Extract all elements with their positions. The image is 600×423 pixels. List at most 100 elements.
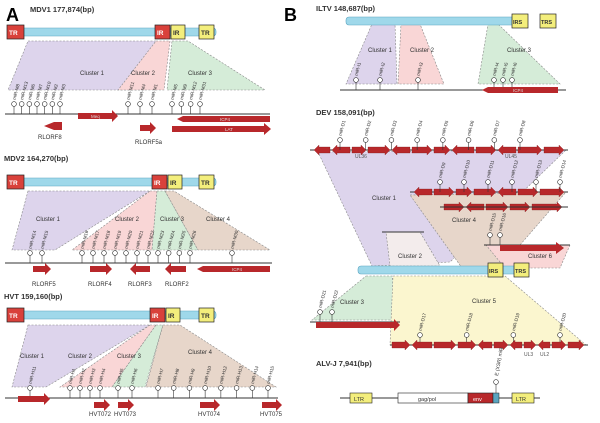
- hvt-lat-arrow: [18, 393, 50, 405]
- mirna-hairpin-icon: [437, 179, 443, 185]
- mdv1-genome-bar: [13, 27, 217, 37]
- dev-cluster1-label: Cluster 1: [372, 196, 397, 202]
- mirna-label: miR-H9: [187, 367, 196, 384]
- mdv2-trs-label: TR: [201, 180, 210, 187]
- mirna-hairpin-icon: [176, 250, 183, 256]
- hvt-cluster1-fan: [11, 324, 152, 388]
- alvj-ltr-right-box: [511, 392, 535, 404]
- mirna-hairpin-icon: [77, 385, 83, 391]
- mirna-label: miR-H5: [116, 367, 125, 384]
- hvt-trs-box: [198, 307, 215, 323]
- mirna-label: miR-M12: [188, 81, 198, 101]
- mdv2-rlorf4-arrow: [90, 263, 112, 275]
- mirna-hairpin-icon: [353, 77, 359, 83]
- mirna-hairpin-icon: [27, 385, 33, 391]
- mirna-hairpin-icon: [87, 385, 93, 391]
- mdv2-rlorf5-arrow: [33, 263, 51, 275]
- dev-cluster5-gene-arrows: [391, 339, 585, 351]
- mirna-label: miR-I6: [510, 61, 518, 76]
- mirna-label: miR-M21: [135, 230, 145, 250]
- mirna-hairpin-icon: [440, 137, 446, 143]
- mirna-hairpin-icon: [97, 385, 103, 391]
- mdv2-cluster4-mirnas: miR-M30: [229, 230, 239, 263]
- alvj-ltr-left-box: [349, 392, 373, 404]
- mirna-hairpin-icon: [557, 179, 563, 185]
- hvt073-label: HVT073: [114, 412, 137, 418]
- mirna-hairpin-icon: [491, 77, 497, 83]
- mirna-hairpin-icon: [249, 385, 255, 391]
- iltv-cluster2-label: Cluster 2: [410, 48, 435, 54]
- hvt-tr-label: TR: [9, 313, 18, 320]
- mirna-label: miR-D22: [330, 289, 340, 308]
- iltv-trs-box: [539, 13, 557, 29]
- hvt-section: HVT 159,160(bp) TR IR IR TR Cluster 1 Cl…: [4, 292, 283, 418]
- mirna-label: miR-H8: [171, 367, 180, 384]
- mirna-label: miR-D5: [440, 119, 449, 136]
- mdv2-trs-box: [198, 174, 215, 190]
- iltv-cluster2-fan: [397, 23, 445, 85]
- alvj-ltr-right-label: LTR: [516, 397, 526, 403]
- mirna-label: miR-D21: [318, 289, 328, 308]
- iltv-cluster3-fan: [477, 23, 561, 85]
- mirna-label: miR-D3: [389, 119, 398, 136]
- mdv2-ir-label: IR: [154, 180, 161, 187]
- mirna-hairpin-icon: [487, 232, 493, 238]
- gene-arrow: [551, 339, 567, 351]
- hvt074-arrow: [200, 399, 220, 411]
- mdv2-cluster4-fan: [164, 190, 272, 251]
- iltv-irs-label: IRS: [513, 20, 523, 26]
- mdv1-cluster2-label: Cluster 2: [131, 71, 156, 77]
- mirna-hairpin-icon: [233, 385, 240, 391]
- mdv2-title: MDV2 164,270(bp): [4, 154, 69, 163]
- mirna-label: miR-H14: [250, 365, 260, 384]
- mirna-label: miR-M14: [28, 230, 38, 250]
- dev-cluster6-label: Cluster 6: [528, 254, 553, 260]
- mirna-label: miR-H15: [266, 365, 276, 384]
- mirna-hairpin-icon: [171, 385, 177, 391]
- mirna-label: miR-D15: [488, 212, 498, 231]
- mdv1-section: MDV1 177,874(bp) TR IR IR TR Cluster 1 C…: [5, 5, 271, 146]
- gene-arrow: [433, 339, 457, 351]
- mirna-hairpin-icon: [509, 179, 515, 185]
- mirna-label: miR-D20: [558, 312, 568, 331]
- gene-arrow: [331, 144, 351, 156]
- mirna-label: miR-H1: [68, 367, 77, 384]
- mirna-hairpin-icon: [218, 385, 224, 391]
- mdv1-ir-yellow-box: [170, 24, 186, 40]
- mirna-hairpin-icon: [125, 101, 131, 107]
- mirna-label: miR-D16: [498, 212, 508, 231]
- dev-cluster3-label: Cluster 3: [340, 300, 365, 306]
- mirna-hairpin-icon: [517, 137, 523, 143]
- mirna-hairpin-icon: [178, 101, 185, 107]
- mdv1-irs-label: IR: [173, 30, 180, 37]
- mirna-hairpin-icon: [67, 385, 73, 391]
- mdv2-rlorf2-arrow: [165, 263, 186, 275]
- mirna-hairpin-icon: [18, 101, 25, 107]
- mirna-hairpin-icon: [197, 101, 203, 107]
- hvt-tr-box: [6, 307, 25, 323]
- mdv2-ir-red-box: [151, 174, 168, 190]
- mirna-label: miR-M16: [80, 230, 90, 250]
- dev-ul36-label: UL36: [355, 154, 367, 160]
- gene-arrow: [537, 339, 551, 351]
- mdv2-rlorf4-label: RLORF4: [88, 282, 112, 288]
- mirna-hairpin-icon: [137, 101, 143, 107]
- mirna-label: miR-I1: [354, 61, 362, 76]
- dev-top-gene-arrows: [313, 144, 565, 156]
- gene-arrow: [497, 186, 517, 198]
- alvj-mir-label: E (XSR) miR: [494, 347, 505, 377]
- mirna-hairpin-icon: [463, 332, 470, 338]
- mirna-hairpin-icon: [39, 250, 45, 256]
- mirna-hairpin-icon: [510, 332, 517, 338]
- hvt072-arrow: [94, 399, 110, 411]
- mdv1-title: MDV1 177,874(bp): [30, 5, 95, 14]
- dev-trs-label: TRS: [515, 269, 526, 275]
- hvt-cluster2-label: Cluster 2: [68, 354, 93, 360]
- mirna-hairpin-icon: [329, 309, 335, 315]
